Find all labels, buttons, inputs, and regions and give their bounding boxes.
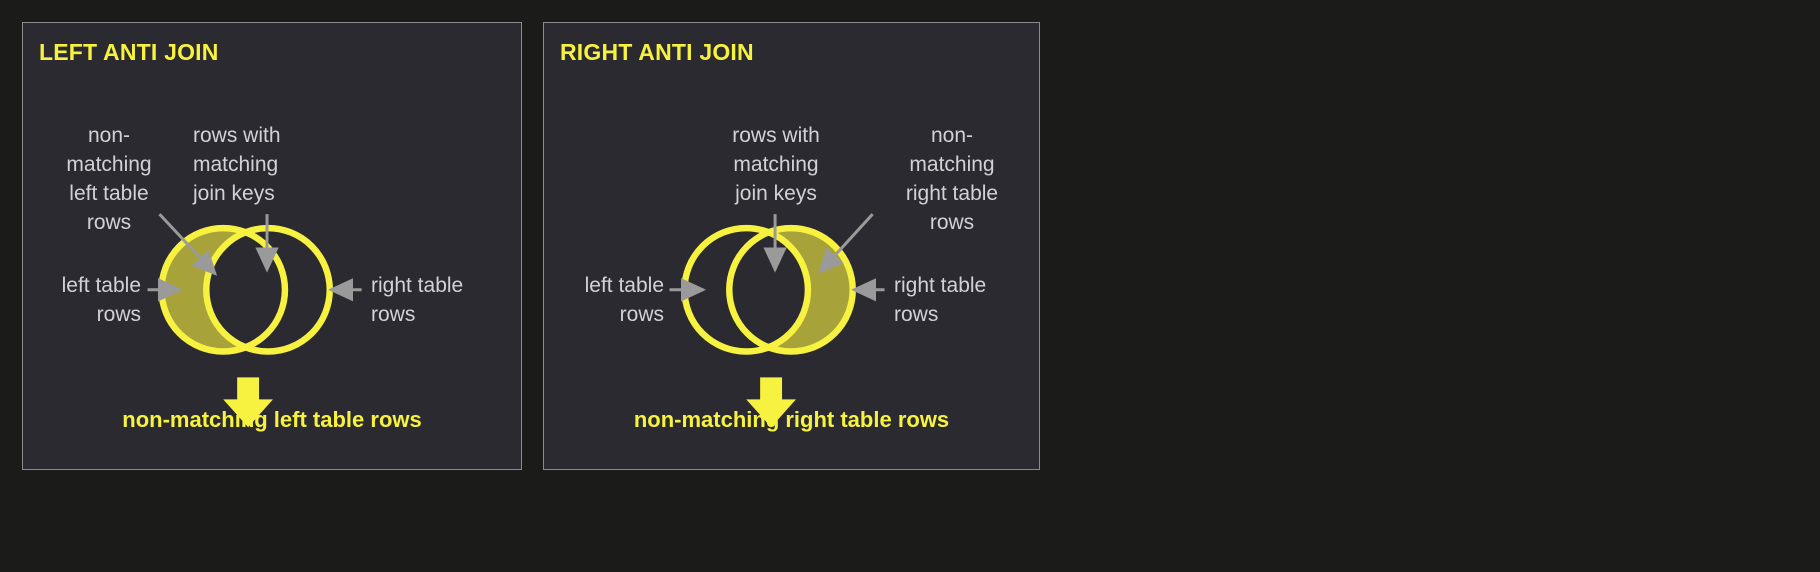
label-left-table-rows: left table rows xyxy=(61,274,141,326)
caption-right-anti-join-result: non-matching right table rows xyxy=(633,407,950,432)
label-right-table-rows: right table rows xyxy=(371,274,464,326)
label-rows-with-matching-join-keys: rows with matching join keys xyxy=(193,124,281,205)
venn-diagram-left xyxy=(147,213,362,428)
label-non-matching-right-table-rows: non- matching right table rows xyxy=(905,124,999,234)
venn-diagram-right xyxy=(669,213,885,428)
arrow-to-non-matching-right-rows xyxy=(818,213,874,274)
panel-right-anti-join: RIGHT ANTI JOIN xyxy=(543,22,1040,470)
label-non-matching-left-table-rows: non- matching left table rows xyxy=(66,124,152,234)
panel-left-anti-join: LEFT ANTI JOIN xyxy=(22,22,522,470)
caption-left-anti-join-result: non-matching left table rows xyxy=(122,407,422,432)
label-rows-with-matching-join-keys: rows with matching join keys xyxy=(732,124,820,205)
arrow-to-non-matching-left-rows xyxy=(158,213,218,276)
result-down-arrow-icon xyxy=(746,377,796,428)
label-right-table-rows: right table rows xyxy=(894,274,987,326)
label-left-table-rows: left table rows xyxy=(584,274,664,326)
panel-title-right-anti-join: RIGHT ANTI JOIN xyxy=(560,39,754,65)
panel-title-left-anti-join: LEFT ANTI JOIN xyxy=(39,39,219,65)
result-down-arrow-icon xyxy=(223,377,273,428)
